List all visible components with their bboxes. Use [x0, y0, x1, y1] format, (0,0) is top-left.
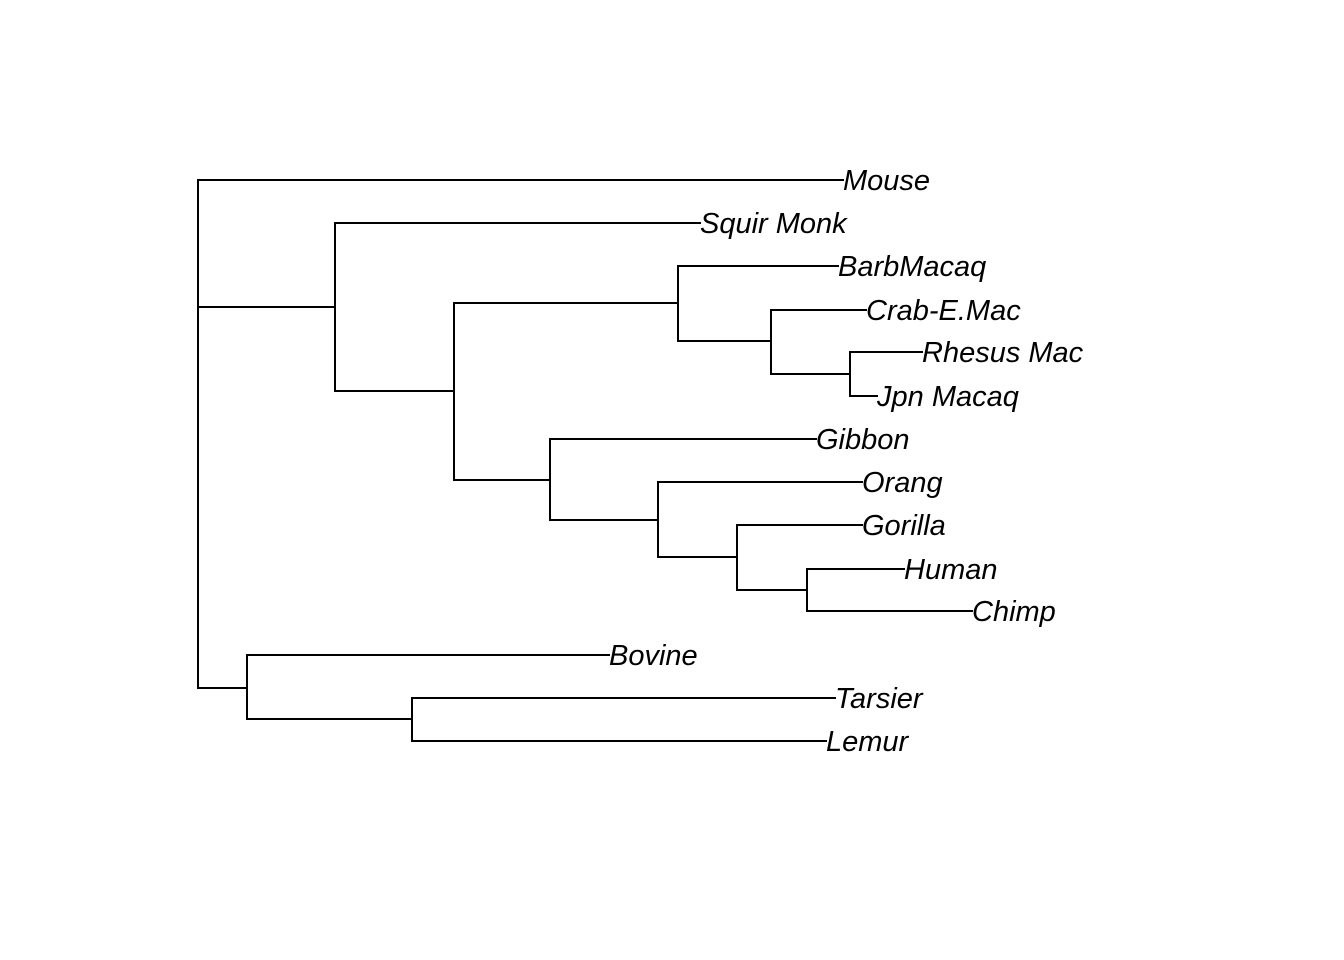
tip-label-barbmacaq: BarbMacaq — [838, 251, 986, 283]
tip-label-mouse: Mouse — [843, 165, 930, 197]
tip-label-lemur: Lemur — [826, 726, 910, 758]
tip-label-jpn-macaq: Jpn Macaq — [876, 381, 1019, 413]
tip-label-bovine: Bovine — [609, 640, 698, 672]
tip-label-chimp: Chimp — [972, 596, 1056, 628]
tree-branches — [197, 179, 973, 742]
tip-label-gorilla: Gorilla — [862, 510, 946, 542]
tip-label-crab-e-mac: Crab-E.Mac — [866, 295, 1021, 327]
tip-label-rhesus-mac: Rhesus Mac — [922, 337, 1084, 369]
tip-label-tarsier: Tarsier — [835, 683, 924, 715]
tip-label-squir-monk: Squir Monk — [700, 208, 848, 240]
tip-label-human: Human — [904, 554, 998, 586]
tip-label-orang: Orang — [862, 467, 943, 499]
tip-label-gibbon: Gibbon — [816, 424, 910, 456]
